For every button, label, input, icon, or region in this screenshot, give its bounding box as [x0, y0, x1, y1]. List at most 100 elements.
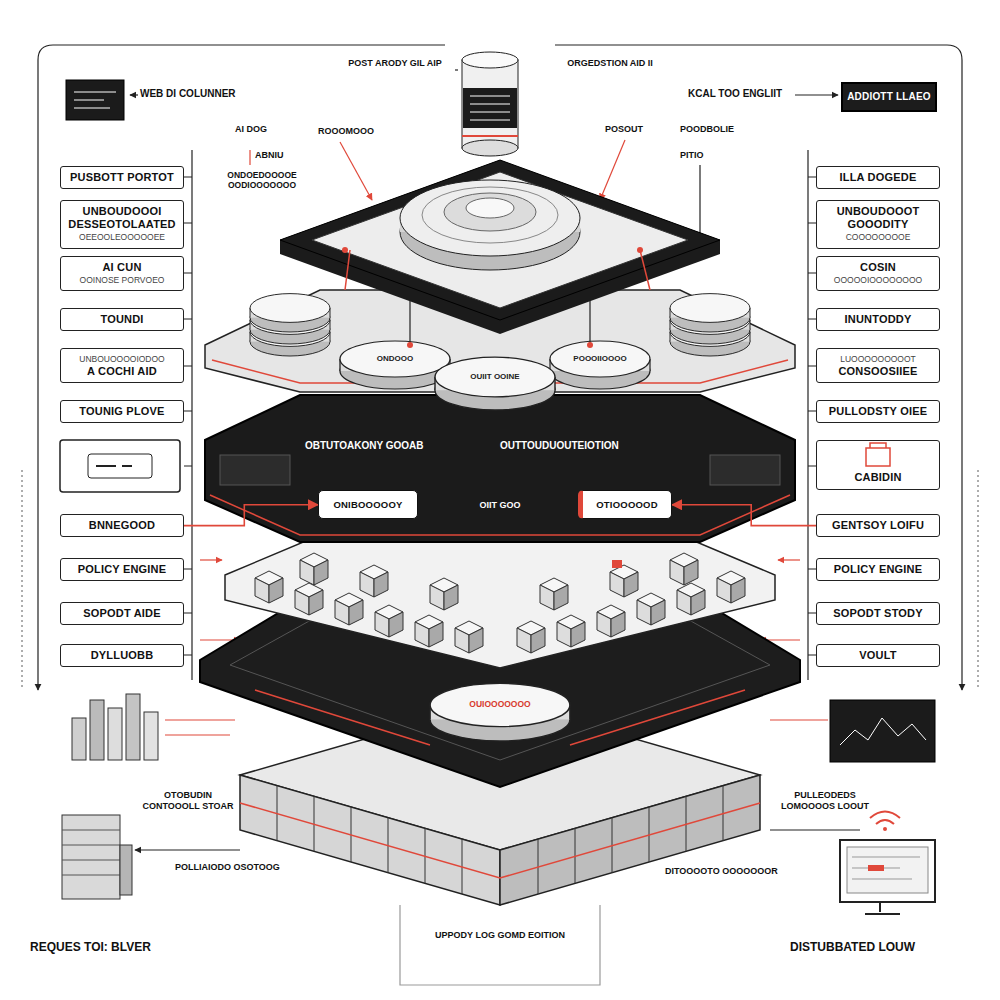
frame-lines: [455, 69, 458, 70]
cube-platform: [677, 583, 705, 615]
box-title: TOUNDI: [66, 313, 178, 326]
frame-lines: [600, 140, 625, 200]
cube-platform: [360, 565, 388, 597]
callout-label: OIIT GOO: [425, 500, 575, 511]
box-title: AI CUN: [66, 261, 178, 274]
service-box: TOUNIG PLOVE: [60, 400, 184, 423]
black-band: [210, 495, 790, 535]
top-plate: [400, 180, 580, 256]
callout-label: ONDOOO: [355, 354, 435, 364]
connector-group: [184, 505, 816, 526]
box-title: SOPODT STODY: [822, 607, 934, 620]
callout-label: PULLEODEDS LOMOOOOS LOOUT: [770, 790, 880, 812]
service-box: PULLODSTY OIEE: [816, 400, 940, 423]
box-subtitle: UNBOUOOOOIODOO: [66, 354, 178, 364]
side-icons: [870, 812, 900, 825]
side-icons: [88, 454, 152, 478]
box-title: TOUNIG PLOVE: [66, 405, 178, 418]
callout-label: REQUES TOI: BLVER: [30, 940, 151, 954]
cube-platform: [597, 605, 625, 637]
disc-plate: [550, 341, 650, 389]
top-plate: [587, 342, 593, 348]
cylinder: [462, 52, 518, 156]
box-title: INUNTODDY: [822, 313, 934, 326]
storage-blocks: [240, 803, 760, 878]
callout-label: POODBOLIE: [680, 124, 734, 135]
module-box: OTIOOOOOD: [578, 490, 672, 519]
callout-label: OBTUTOAKONY GOOAB: [305, 440, 480, 452]
callout-label: AI DOG: [235, 124, 267, 135]
side-icons: [868, 865, 884, 871]
cube-platform: [517, 621, 545, 653]
cube-platform: [610, 565, 638, 597]
cube-platform: [335, 593, 363, 625]
side-icons: [144, 712, 158, 760]
box-subtitle: OEEOOLEOOOOOEE: [66, 232, 178, 242]
cube-platform: [717, 571, 745, 603]
box-title: UNBOUDOOOI DESSEOTOLAATED: [66, 205, 178, 231]
callout-label: ORGEDSTION AID II: [560, 58, 660, 69]
frame-lines: [191, 150, 192, 680]
callout-label: ABNIU: [255, 150, 284, 161]
box-title: PUSBOTT PORTOT: [66, 171, 178, 184]
cube-platform: [225, 535, 775, 668]
side-icons: [60, 440, 180, 492]
box-title: COSIN: [822, 261, 934, 274]
callout-label: OUIIT OOINE: [445, 372, 545, 382]
box-title: VOULT: [822, 649, 934, 662]
side-icons: [62, 830, 120, 875]
box-title: DYLLUOBB: [66, 649, 178, 662]
service-box: POLICY ENGINE: [816, 558, 940, 581]
service-box: INUNTODDY: [816, 308, 940, 331]
frame-lines: [808, 177, 816, 655]
callout-label: ROOOMOOO: [318, 126, 374, 137]
black-band: [205, 395, 795, 542]
disc-plate: [435, 357, 555, 410]
callout-label: KCAL TOO ENGLIIT: [688, 88, 782, 100]
cylinder: [462, 140, 518, 156]
cube-platform: [637, 593, 665, 625]
frame-lines: [795, 94, 838, 95]
callout-label: DITOOOOTO OOOOOOOR: [665, 866, 815, 877]
service-box: COSINOOOOOIOOOOOOOO: [816, 256, 940, 291]
connector-arrow: [672, 505, 816, 526]
side-icons: [90, 700, 104, 760]
service-box: AI CUNOOINOSE PORVOEO: [60, 256, 184, 291]
cube-platform: [295, 583, 323, 615]
service-box: BNNEGOOD: [60, 514, 184, 537]
box-title: A COCHI AID: [66, 365, 178, 378]
box-title: POLICY ENGINE: [822, 563, 934, 576]
service-box: UNBOUDOOOI DESSEOTOLAATEDOEEOOLEOOOOOEE: [60, 200, 184, 249]
top-plate: [407, 342, 413, 348]
side-icons: [60, 80, 935, 914]
dark-panel-box: ADDIOTT LLAEO: [841, 82, 937, 112]
module-box: ONIBOOOOOY: [318, 490, 418, 519]
cube-platform: [225, 535, 775, 668]
side-icons: [72, 718, 86, 760]
side-icons: [126, 694, 140, 760]
side-icons: [108, 708, 122, 760]
frame-lines: [770, 719, 828, 720]
side-icons: [847, 847, 928, 893]
service-box: GENTSOY LOIFU: [816, 514, 940, 537]
side-icons: [96, 465, 132, 467]
box-subtitle: LUOOOOOOOOOT: [822, 354, 934, 364]
black-band: [205, 395, 795, 542]
service-box: POLICY ENGINE: [60, 558, 184, 581]
box-title: CONSOOSIIEE: [822, 365, 934, 378]
box-title: POLICY ENGINE: [66, 563, 178, 576]
box-subtitle: OOOOOIOOOOOOOO: [822, 275, 934, 285]
icon-box: CABIDIN: [816, 440, 940, 490]
frame-lines: [130, 94, 138, 95]
frame-lines: [184, 177, 192, 655]
callout-label: ONDOEDOOOOE OODIOOOOOOO: [208, 170, 316, 190]
cylinder: [462, 60, 518, 148]
cube-platform: [612, 560, 622, 568]
disc-plate: [670, 294, 750, 332]
black-band: [220, 455, 290, 485]
top-plate: [466, 198, 514, 218]
black-band: [710, 455, 780, 485]
cube-platform: [300, 553, 328, 585]
